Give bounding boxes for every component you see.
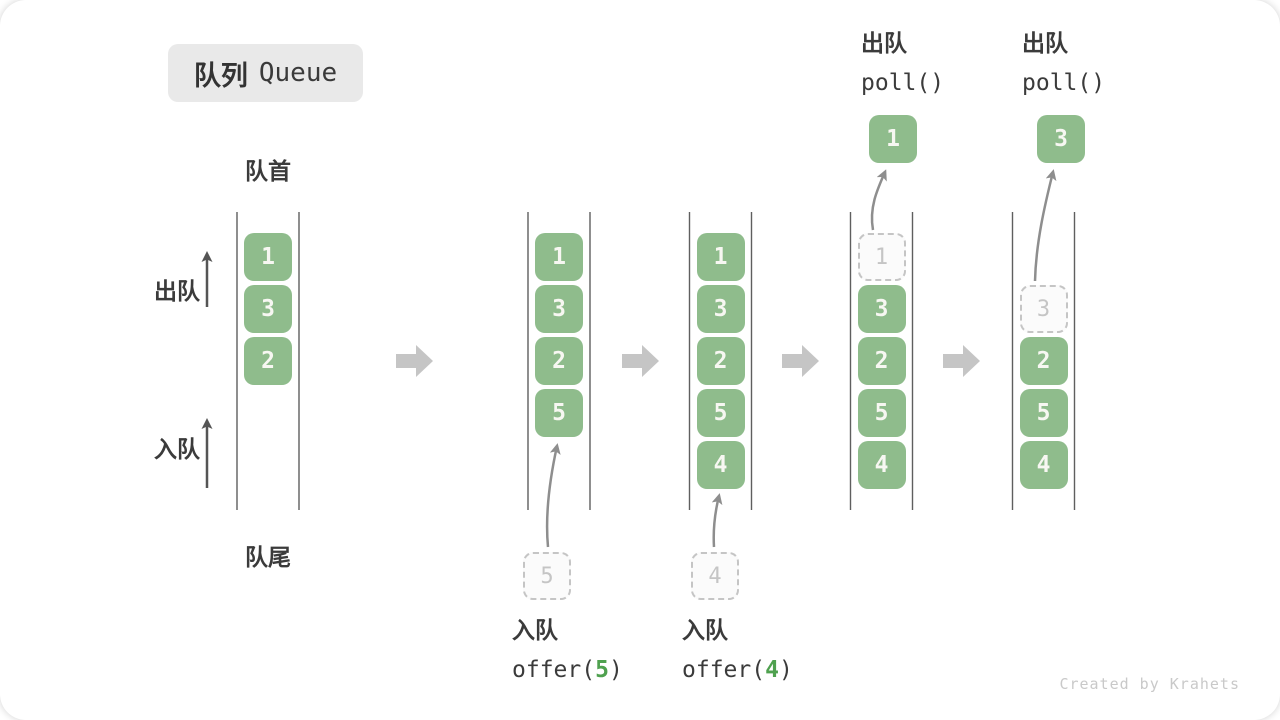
dequeue-direction-label: 出队 [154,278,200,304]
queue-cell: 2 [696,337,745,385]
curved-arrow-icon [870,169,887,231]
curved-arrow-icon [545,443,561,548]
queue-cell: 5 [857,389,906,437]
queue-cell: 2 [244,337,292,385]
enqueue-ghost-cell: 4 [691,552,739,600]
enqueue-ghost-cell: 5 [523,552,571,600]
queue-cell: 4 [1019,441,1068,489]
op-code-label: offer(4) [682,657,793,683]
dequeue-op-label: 出队 poll() [1022,24,1105,103]
queue-cell: 4 [857,441,906,489]
op-code-label: poll() [861,70,945,96]
queue-cell: 2 [535,337,583,385]
block-arrow-right-icon [781,343,821,384]
queue-rear-label: 队尾 [245,544,291,570]
op-verb-label: 入队 [682,617,728,643]
queue-cell: 3 [696,285,745,333]
enqueue-op-label: 入队 offer(4) [682,611,793,690]
queue-cell: 4 [696,441,745,489]
op-arg-value: 5 [595,657,609,683]
polled-value-cell: 3 [1037,115,1085,163]
title-en: Queue [258,58,338,88]
queue-cell: 3 [857,285,906,333]
queue-cell: 1 [244,233,292,281]
curved-arrow-icon [711,493,723,548]
op-code-label: poll() [1022,70,1106,96]
queue-cell: 2 [1019,337,1068,385]
polled-value-cell: 1 [869,115,917,163]
op-verb-label: 入队 [512,617,558,643]
enqueue-direction-label: 入队 [154,436,200,462]
queue-cell: 3 [244,285,292,333]
dequeue-op-label: 出队 poll() [861,24,944,103]
op-verb-label: 出队 [861,30,907,56]
enqueue-op-label: 入队 offer(5) [512,611,623,690]
queue-front-label: 队首 [245,158,291,184]
block-arrow-right-icon [621,343,661,384]
queue-cell: 1 [535,233,583,281]
block-arrow-right-icon [942,343,982,384]
title-zh: 队列 [193,60,248,91]
queue-cell: 3 [535,285,583,333]
queue-cell: 5 [1019,389,1068,437]
queue-cell: 1 [696,233,745,281]
curved-arrow-icon [1033,169,1057,282]
op-code-label: offer(5) [512,657,623,683]
queue-cell-ghost: 1 [857,233,906,281]
watermark: Created by Krahets [1059,675,1240,693]
queue-cell: 5 [535,389,583,437]
queue-cell: 5 [696,389,745,437]
queue-cell: 2 [857,337,906,385]
queue-cell-ghost: 3 [1019,285,1068,333]
block-arrow-right-icon [395,343,435,384]
title-badge: 队列 Queue [168,44,363,102]
op-verb-label: 出队 [1022,30,1068,56]
op-arg-value: 4 [765,657,779,683]
